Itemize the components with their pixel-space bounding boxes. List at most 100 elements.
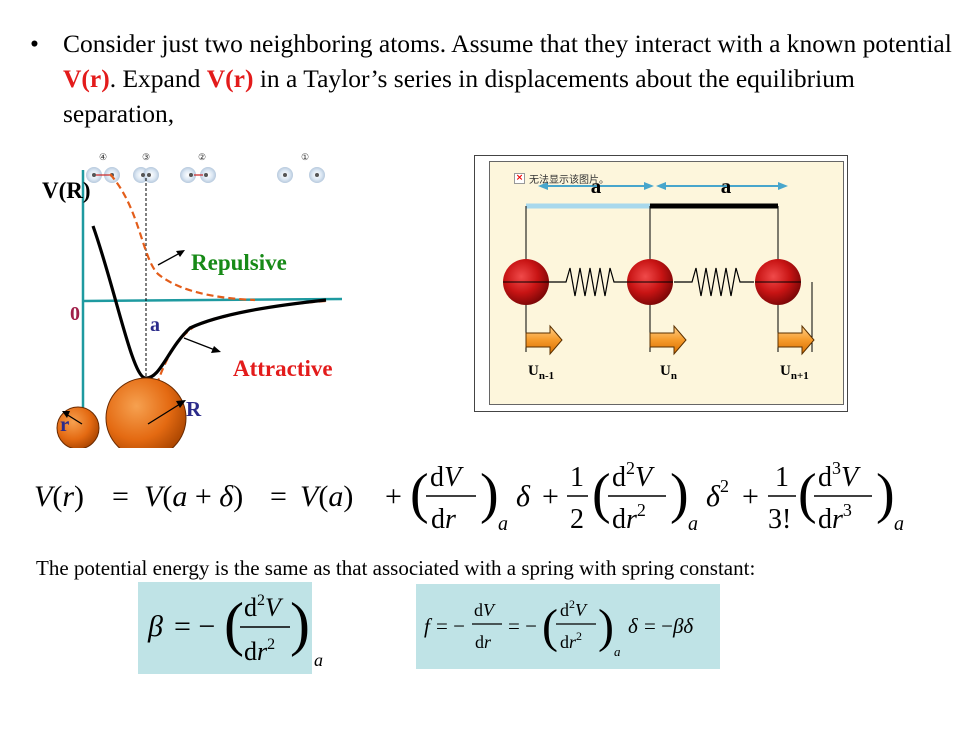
svg-text:(: ( (410, 463, 429, 525)
svg-text:1: 1 (570, 462, 584, 493)
large-radius-label: R (186, 397, 202, 421)
small-atom (56, 406, 100, 448)
svg-text:= −: = − (174, 610, 215, 643)
atom-pair-illustrations (86, 167, 325, 183)
svg-text:+: + (742, 480, 759, 513)
circled-number-4: ④ (99, 152, 107, 162)
intro-text-2: . Expand (109, 64, 207, 93)
spring-1 (549, 267, 627, 297)
taylor-equation: V(r) = V(a + δ) = V(a) + ( dV dr ) a δ +… (34, 458, 895, 535)
svg-text:dr2: dr2 (560, 629, 582, 652)
u-label-n: Un (660, 363, 677, 382)
svg-text:β: β (147, 610, 163, 643)
beta-equation-box: β = − ( d2V dr2 ) (138, 582, 312, 674)
repulsive-curve (109, 173, 256, 302)
svg-text:3!: 3! (768, 504, 791, 535)
circled-number-1: ① (301, 152, 309, 162)
chain-figure-inner: a a (489, 161, 844, 405)
y-axis-label: V(R) (42, 178, 91, 203)
svg-text:a: a (688, 513, 698, 535)
broken-image-icon: × (514, 173, 525, 184)
intro-text-1: Consider just two neighboring atoms. Ass… (63, 29, 952, 58)
svg-text:dr: dr (431, 504, 456, 535)
attractive-label: Attractive (233, 356, 333, 381)
svg-text:= −βδ: = −βδ (644, 614, 694, 638)
u-label-n+1: Un+1 (780, 363, 809, 382)
svg-text:(: ( (798, 463, 817, 525)
a-label: a (150, 314, 160, 336)
circled-number-3: ③ (142, 152, 150, 162)
svg-text:d2V: d2V (612, 458, 655, 493)
force-equation: f = − dV dr = − ( d2V dr2 ) a δ = −βδ (424, 597, 694, 659)
chain-figure-svg: a a (503, 174, 815, 356)
chain-atom-n+1 (755, 259, 801, 305)
displacement-arrow-1 (525, 324, 563, 356)
svg-text:+: + (542, 480, 559, 513)
u-label-n-1: Un-1 (528, 363, 555, 382)
svg-text:d3V: d3V (818, 458, 861, 493)
svg-text:): ) (876, 463, 895, 525)
svg-text:V(a): V(a) (300, 480, 353, 513)
taylor-equation-end (0, 0, 100, 60)
svg-text:=: = (112, 480, 129, 513)
svg-text:1: 1 (775, 462, 789, 493)
intro-text: Consider just two neighboring atoms. Ass… (63, 26, 963, 131)
svg-text:V(r): V(r) (34, 480, 84, 513)
chain-figure: a a (474, 155, 848, 412)
taylor-equation-tail: a . (894, 513, 904, 535)
svg-text:= −: = − (508, 614, 537, 638)
spacing-arrows (538, 182, 788, 190)
potential-symbol-1: V(r) (63, 64, 110, 93)
svg-text:dr3: dr3 (818, 500, 852, 535)
svg-text:): ) (598, 600, 614, 653)
svg-text:dV: dV (430, 462, 464, 493)
svg-text:=: = (270, 480, 287, 513)
zero-label: 0 (70, 303, 80, 325)
spacing-label-2: a (721, 174, 732, 198)
svg-text:d2V: d2V (560, 597, 588, 620)
force-equation-box: f = − dV dr = − ( d2V dr2 ) a δ = −βδ (416, 584, 720, 669)
small-radius-label: r (60, 412, 69, 436)
x-axis (82, 297, 343, 303)
svg-text:dr2: dr2 (244, 636, 275, 666)
bullet: • (30, 29, 39, 58)
svg-text:δ: δ (516, 480, 531, 513)
broken-image-text: 无法显示该图片。 (529, 175, 609, 186)
svg-text:(: ( (542, 600, 558, 653)
broken-image-notice: × 无法显示该图片。 (514, 171, 609, 186)
svg-text:(: ( (224, 591, 244, 657)
attractive-curve (148, 299, 327, 407)
svg-text:dr2: dr2 (612, 500, 646, 535)
large-atom (105, 377, 187, 448)
beta-subscript: a (314, 650, 323, 670)
chain-atom-n-1 (503, 259, 549, 305)
svg-text:+: + (385, 480, 402, 513)
svg-text:V(a + δ): V(a + δ) (144, 480, 243, 513)
svg-text:a: a (614, 644, 621, 659)
svg-text:δ2: δ2 (706, 476, 729, 513)
svg-text:dV: dV (474, 600, 496, 620)
chain-atom-n (627, 259, 673, 305)
svg-text:d2V: d2V (244, 592, 284, 622)
svg-text:2: 2 (570, 504, 584, 535)
displacement-arrow-2 (649, 324, 687, 356)
svg-text:a: a (498, 513, 508, 535)
svg-text:δ: δ (628, 614, 639, 638)
svg-text:f: f (424, 614, 433, 638)
svg-text:= −: = − (436, 614, 465, 638)
svg-text:): ) (670, 463, 689, 525)
circled-numbers: ④ ③ ② ① (99, 152, 309, 162)
spacing-label-1: a (591, 174, 602, 198)
beta-equation: β = − ( d2V dr2 ) (147, 591, 310, 666)
potential-symbol-2: V(r) (206, 64, 254, 93)
potential-energy-text: The potential energy is the same as that… (36, 556, 756, 580)
svg-text:): ) (290, 591, 310, 657)
potential-curve (91, 225, 327, 380)
intro-text-3: in a Taylor’s series in displacements ab… (63, 64, 855, 128)
svg-text:dr: dr (475, 632, 492, 652)
displacement-arrow-3 (777, 324, 815, 356)
repulsive-label: Repulsive (191, 250, 287, 275)
potential-diagram: ④ ③ ② ① V(R) 0 a Repulsive Attractive r … (42, 152, 343, 448)
svg-text:a: a (894, 513, 904, 535)
svg-text:): ) (480, 463, 499, 525)
